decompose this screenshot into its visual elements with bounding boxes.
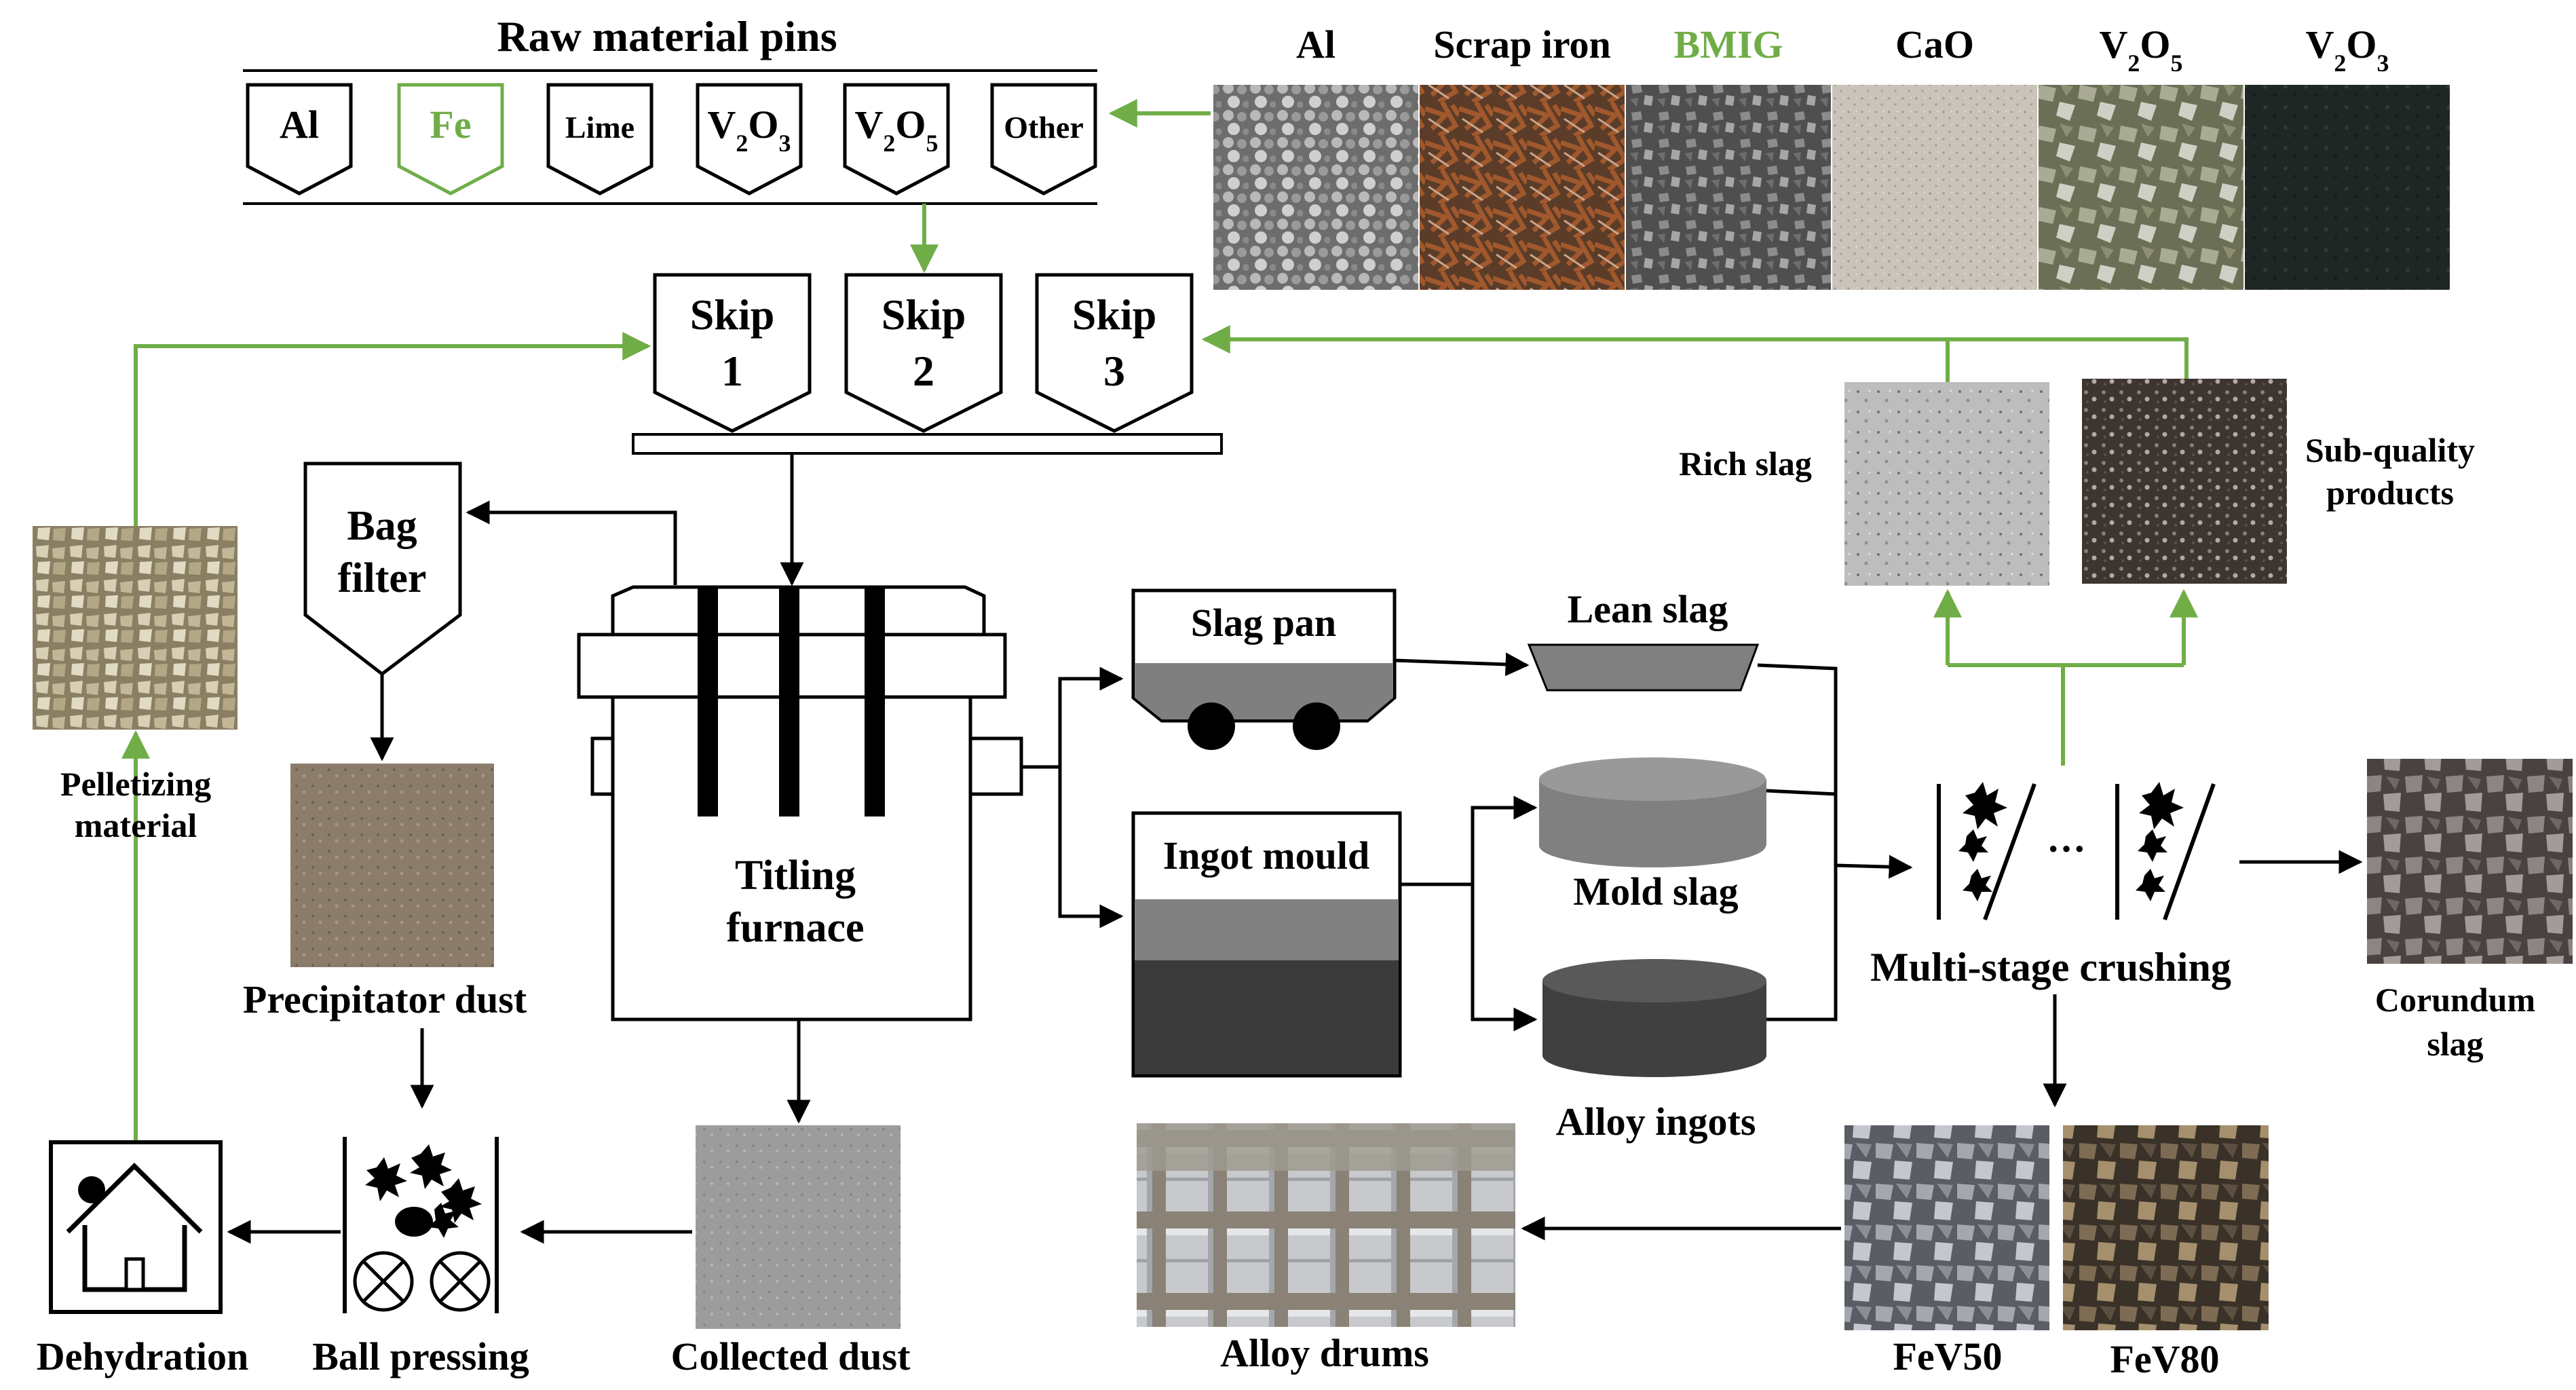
alloy-drums-label: Alloy drums [1220,1331,1429,1375]
skip-2: Skip 2 [844,273,1003,433]
alloy-ingots-label: Alloy ingots [1556,1100,1756,1144]
crushing-label: Multi-stage crushing [1870,945,2231,990]
skips: Skip 1 Skip 2 Skip 3 [653,273,1194,433]
material-bin-label-5: V2O5 [855,102,939,157]
corundum-label-1: Corundum [2375,981,2535,1019]
corundum-slag-photo [2367,759,2573,964]
ball-pressing-icon [343,1137,499,1313]
raw-photo-label-3: BMIG [1673,22,1783,67]
dehydration-house-icon [49,1140,223,1314]
mold-slag-label: Mold slag [1573,869,1738,914]
material-bin-1: Al [246,83,353,195]
mould-to-ingots-arrow [1471,884,1538,1032]
bag-filter-label-1: Bag [347,503,417,549]
furnace-to-mould-arrow [1058,767,1124,928]
rich-slag-photo [1844,382,2049,586]
skip-number-2: 2 [913,347,934,395]
collected-dust-photo [696,1125,901,1329]
precipitator-dust-label: Precipitator dust [243,977,527,1021]
leanslag-collector [1757,663,1838,865]
skip-name-3: Skip [1072,290,1157,339]
raw-material-photos: Al Scrap iron BMIG CaO V2O5 V2O3 [1213,22,2450,290]
material-bin-6: Other [990,83,1097,195]
fev80-photo [2063,1125,2269,1330]
bag-filter [303,462,462,677]
material-bin-label-6: Other [1004,110,1084,145]
raw-photo-3 [1626,85,1831,290]
raw-photo-5 [2039,85,2243,290]
raw-photo-label-5: V2O5 [2100,22,2183,77]
material-bin-label-2: Fe [430,102,471,147]
slag-pan-label: Slag pan [1191,601,1336,645]
material-bin-label-4: V2O3 [708,102,791,157]
crusher-stage-2-icon [2115,782,2216,921]
raw-photo-label-4: CaO [1895,22,1974,67]
raw-photo-4 [1832,85,2037,290]
pellet-to-skip1-arrow [134,332,651,526]
slag-pan [1131,588,1397,750]
subquality-label-2: products [2326,474,2454,512]
raw-photo-label-1: Al [1296,22,1336,67]
skip-name-1: Skip [690,290,775,339]
corundum-label-2: slag [2427,1025,2483,1063]
material-bin-4: V2O3 [696,83,803,195]
lean-slag-shape [1527,643,1760,692]
rich-slag-label: Rich slag [1679,445,1812,483]
raw-photo-2 [1420,85,1625,290]
skip-number-1: 1 [721,347,743,395]
skip-1: Skip 1 [653,273,812,433]
raw-photo-label-6: V2O3 [2306,22,2389,77]
skip-3: Skip 3 [1035,273,1194,433]
subquality-label-1: Sub-quality [2305,431,2475,469]
pelletizing-label-2: material [75,806,197,844]
material-bins: Al Fe Lime V2O3 V2O5 Other [246,83,1097,195]
mold-slag-cylinder [1539,757,1766,867]
fev80-label: FeV80 [2110,1337,2219,1381]
ingots-collector [1766,865,1838,1021]
pelletizing-photo [33,526,238,730]
alloy-drums-ceiling [1137,1123,1515,1171]
moldslag-collector [1766,789,1836,796]
furnace-label-2: furnace [726,905,864,951]
ingot-mould-label: Ingot mould [1163,833,1370,878]
fev50-label: FeV50 [1893,1334,2002,1378]
material-bin-3: Lime [546,83,654,195]
pelletizing-label-1: Pelletizing [60,765,211,803]
fev50-photo [1844,1125,2049,1330]
skip-name-2: Skip [882,290,966,339]
furnace-to-slagpan-arrow [1021,666,1124,769]
mould-to-moldslag-arrow [1471,795,1538,884]
ingot-mould [1131,811,1402,1078]
slagpan-to-leanslag-arrow [1394,652,1530,677]
skip-number-3: 3 [1103,347,1125,395]
skip-conveyor [632,433,1223,455]
raw-photo-1 [1213,85,1418,290]
bag-filter-label-2: filter [338,555,427,601]
material-bin-label-1: Al [280,102,319,147]
subquality-photo [2082,379,2287,584]
collected-dust-label: Collected dust [671,1334,911,1378]
lean-slag-label: Lean slag [1568,587,1728,631]
furnace-label-1: Titling [735,852,856,899]
raw-material-title: Raw material pins [497,12,837,60]
furnace-to-bagfilter-arrow [466,500,677,585]
material-bin-5: V2O5 [843,83,950,195]
crushing-ellipsis: ··· [2047,827,2086,871]
raw-photo-label-2: Scrap iron [1433,22,1611,67]
crusher-stage-1-icon [1937,782,2037,921]
alloy-ingots-cylinder [1542,959,1766,1077]
slag-recycle-connector [1946,337,2189,382]
material-bin-label-3: Lime [565,110,634,145]
raw-photo-6 [2245,85,2450,290]
to-crushing-arrow [1835,854,1913,879]
ball-pressing-label: Ball pressing [312,1334,529,1378]
material-bin-2: Fe [397,83,504,195]
tilting-furnace [577,585,1023,1021]
precipitator-dust-photo [290,764,494,967]
dehydration-label: Dehydration [37,1334,249,1378]
